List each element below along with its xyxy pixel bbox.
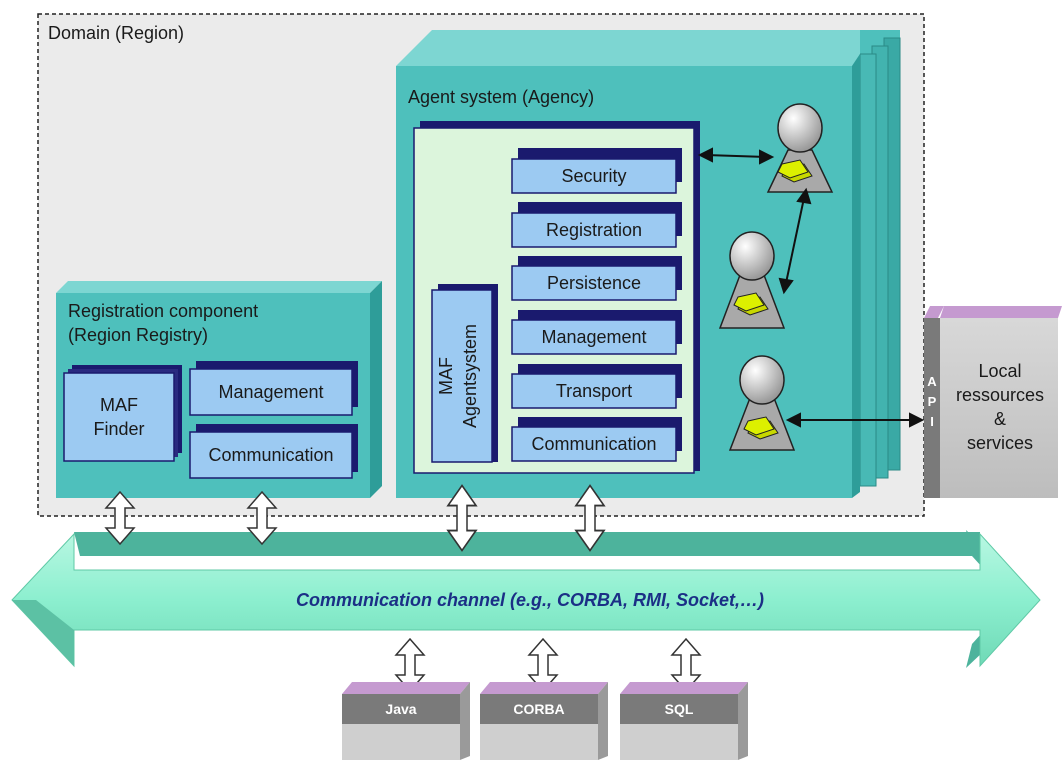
reg-communication-label: Communication — [208, 445, 334, 465]
mobile-agent-2 — [718, 231, 786, 329]
communication-channel-arrow — [11, 530, 1041, 668]
agent-system-title: Agent system (Agency) — [408, 87, 595, 107]
corba-label: CORBA — [513, 701, 565, 717]
local-line2: ressources — [955, 385, 1045, 405]
registration-title-line2: (Region Registry) — [68, 325, 209, 345]
service-transport-label: Transport — [555, 381, 633, 401]
java-box — [342, 682, 470, 760]
local-line4: services — [966, 433, 1033, 453]
service-security-label: Security — [561, 166, 627, 186]
service-communication-label: Communication — [531, 434, 657, 454]
api-letter-i: I — [930, 414, 934, 429]
api-letter-p: P — [927, 394, 937, 409]
maf-finder-line1: MAF — [100, 395, 138, 415]
agent-connectors — [697, 147, 925, 428]
java-label: Java — [385, 701, 417, 717]
local-resources-block — [924, 306, 1062, 498]
service-boxes — [511, 148, 682, 462]
local-line1: Local — [978, 361, 1022, 381]
domain-label: Domain (Region) — [48, 23, 185, 43]
local-line3: & — [993, 409, 1006, 429]
service-persistence-label: Persistence — [546, 273, 642, 293]
maf-agentsystem-label: MAF Agentsystem — [432, 290, 492, 462]
maf-finder-box — [63, 365, 182, 462]
mobile-agent-3 — [728, 355, 796, 451]
reg-communication-box — [189, 424, 358, 479]
service-management-label: Management — [541, 327, 647, 347]
mobile-agent-1 — [766, 103, 834, 193]
reg-management-label: Management — [218, 382, 324, 402]
reg-management-box — [189, 361, 358, 416]
api-letter-a: A — [927, 374, 937, 389]
maf-agentsystem-line1: MAF — [436, 357, 456, 395]
channel-label: Communication channel (e.g., CORBA, RMI,… — [295, 590, 765, 610]
maf-finder-line2: Finder — [93, 419, 145, 439]
maf-agentsystem-line2: Agentsystem — [460, 323, 480, 429]
maf-agentsystem-box — [431, 284, 498, 463]
sql-label: SQL — [664, 701, 694, 717]
registration-title-line1: Registration component — [68, 301, 259, 321]
corba-box — [480, 682, 608, 760]
service-registration-label: Registration — [545, 220, 643, 240]
sql-box — [620, 682, 748, 760]
